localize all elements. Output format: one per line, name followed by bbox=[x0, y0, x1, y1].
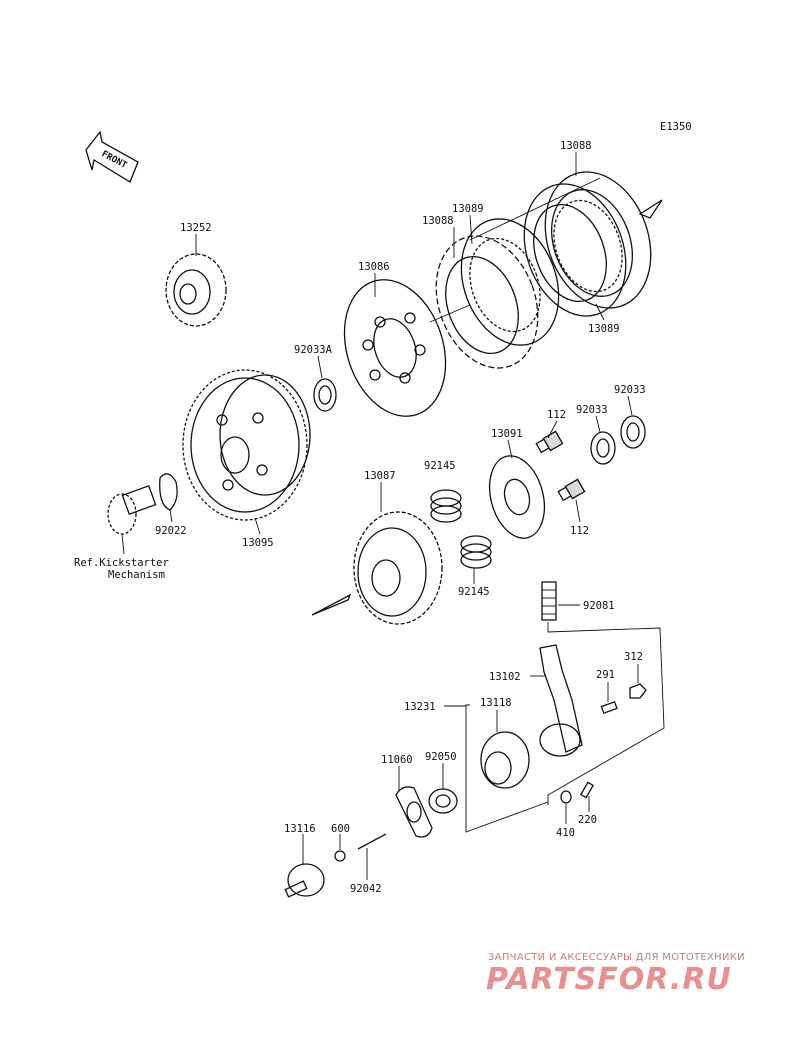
label-13118: 13118 bbox=[480, 697, 512, 709]
label-13102: 13102 bbox=[489, 671, 521, 683]
front-arrow-icon: FRONT bbox=[85, 130, 139, 183]
label-13231: 13231 bbox=[404, 701, 436, 713]
friction-plate-13088-rear bbox=[544, 171, 652, 309]
ball-600 bbox=[334, 850, 346, 862]
friction-plate-13088-front bbox=[435, 235, 539, 369]
steel-plate-13089-rear bbox=[523, 183, 627, 317]
label-13095: 13095 bbox=[242, 537, 274, 549]
label-291: 291 bbox=[596, 669, 615, 681]
washer-92033a bbox=[313, 378, 337, 412]
reference-note-line1: Ref.Kickstarter bbox=[74, 557, 169, 569]
release-assembly-bracket bbox=[547, 622, 665, 805]
label-92050: 92050 bbox=[425, 751, 457, 763]
label-92145-upper: 92145 bbox=[424, 460, 456, 472]
label-92033-right: 92033 bbox=[614, 384, 646, 396]
spring-92081 bbox=[541, 581, 557, 621]
release-cam-13118 bbox=[480, 731, 530, 789]
label-13086: 13086 bbox=[358, 261, 390, 273]
label-13091: 13091 bbox=[491, 428, 523, 440]
label-112-upper: 112 bbox=[547, 409, 566, 421]
front-arrow-label: FRONT bbox=[100, 149, 129, 171]
bolt-112-lower bbox=[557, 478, 586, 502]
nut-312 bbox=[629, 683, 647, 699]
push-rod-13116 bbox=[284, 863, 325, 898]
washer-410 bbox=[560, 790, 572, 804]
spring-plate-13091 bbox=[488, 455, 546, 539]
label-410: 410 bbox=[556, 827, 575, 839]
oil-seal-92050 bbox=[428, 788, 458, 814]
watermark-logo: PARTSFOR.RU bbox=[486, 962, 732, 997]
release-lever-13102 bbox=[539, 644, 583, 757]
label-13252: 13252 bbox=[180, 222, 212, 234]
screw-291 bbox=[600, 700, 618, 714]
label-13089-bottom: 13089 bbox=[588, 323, 620, 335]
label-92022: 92022 bbox=[155, 525, 187, 537]
label-13088-front: 13088 bbox=[422, 215, 454, 227]
reference-note-line2: Mechanism bbox=[108, 569, 165, 581]
label-13087: 13087 bbox=[364, 470, 396, 482]
diagram-code: E1350 bbox=[660, 121, 692, 133]
label-92033a: 92033A bbox=[294, 344, 333, 356]
label-92042: 92042 bbox=[350, 883, 382, 895]
wave-washer-92022 bbox=[159, 473, 178, 511]
spring-92145-lower bbox=[460, 535, 492, 569]
label-112-lower: 112 bbox=[570, 525, 589, 537]
label-92081: 92081 bbox=[583, 600, 615, 612]
label-220: 220 bbox=[578, 814, 597, 826]
gear-13252 bbox=[165, 253, 227, 327]
label-92145-lower: 92145 bbox=[458, 586, 490, 598]
washer-92033-left bbox=[590, 431, 616, 465]
label-11060: 11060 bbox=[381, 754, 413, 766]
pin-92042 bbox=[357, 833, 387, 850]
washer-92033-right bbox=[620, 415, 646, 449]
screw-220 bbox=[580, 781, 594, 799]
watermark-tagline: ЗАПЧАСТИ И АКСЕССУАРЫ ДЛЯ МОТОТЕХНИКИ bbox=[488, 952, 745, 963]
kickstarter-gear bbox=[107, 484, 157, 535]
label-600: 600 bbox=[331, 823, 350, 835]
label-312: 312 bbox=[624, 651, 643, 663]
clutch-housing-13095 bbox=[182, 369, 311, 521]
clutch-hub-13087 bbox=[311, 511, 443, 625]
spring-92145-upper bbox=[430, 489, 462, 523]
steel-plate-13089-front bbox=[460, 218, 560, 346]
gasket-11060 bbox=[395, 786, 433, 838]
label-92033-left: 92033 bbox=[576, 404, 608, 416]
label-13116: 13116 bbox=[284, 823, 316, 835]
label-13089-top: 13089 bbox=[452, 203, 484, 215]
label-13088-rear: 13088 bbox=[560, 140, 592, 152]
pressure-plate-13086 bbox=[343, 279, 447, 417]
